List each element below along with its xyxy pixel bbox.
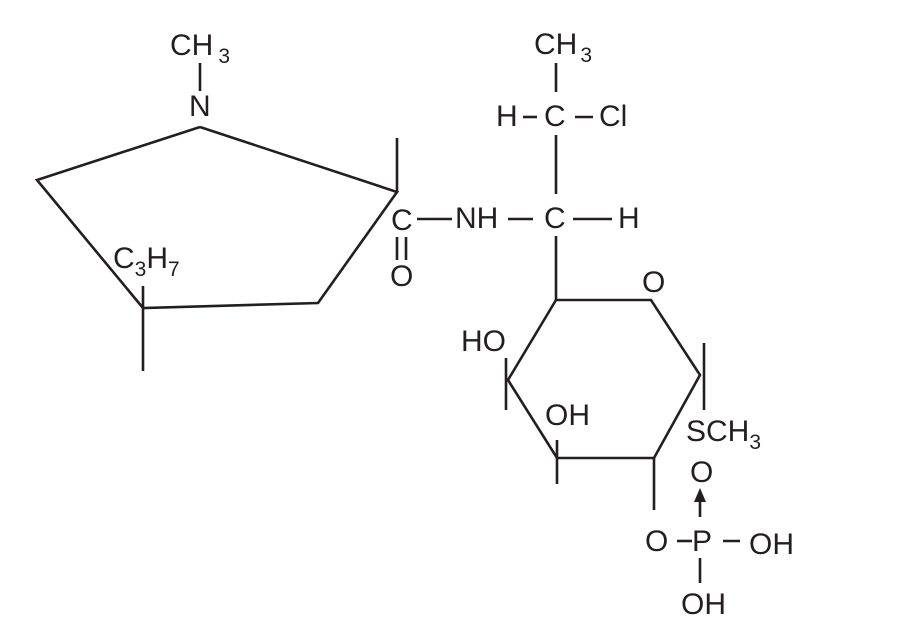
carbonyl-oxygen-label: O [390,260,414,293]
pyranose-ring [506,298,702,460]
dative-arrowhead-icon [694,488,706,502]
chlorine-label: Cl [599,100,628,133]
chloro-c-label: C [544,100,566,133]
pyrrolidine-ring [34,125,400,310]
chain-hydrogen-label: H [618,202,640,235]
amide-nh-label: NH [455,202,499,235]
phosphate-o-left-label: O [645,525,669,558]
phosphorus-label: P [692,525,713,558]
propyl-label: C3H7 [113,242,180,281]
ring-oxygen-label: O [642,266,666,299]
phosphate-oh-right-label: OH [749,528,794,561]
thiomethyl-label: SCH3 [686,415,762,454]
nitrogen-label: N [189,90,211,123]
phosphate-oh-bottom-label: OH [681,588,726,621]
chloro-h-label: H [496,100,518,133]
phosphate-o-top-label: O [690,456,714,489]
ho-left-label: HO [461,325,506,358]
oh-mid-label: OH [545,399,590,432]
carbonyl-carbon-label: C [391,204,413,237]
chain-carbon-label: C [544,202,566,235]
